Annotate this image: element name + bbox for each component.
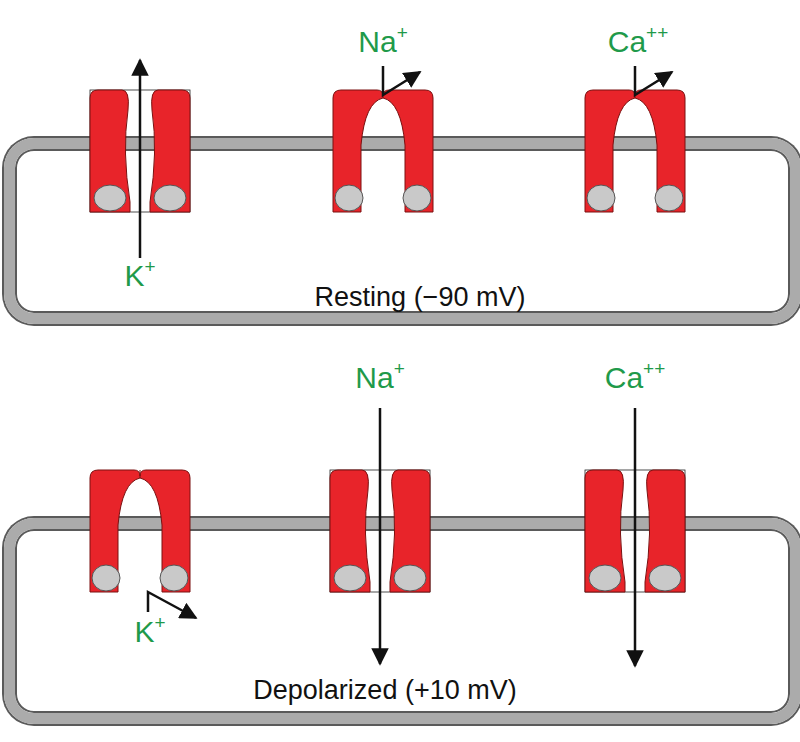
open-k-channel bbox=[90, 90, 190, 212]
ion-label: Na+ bbox=[355, 360, 404, 395]
cell-membrane: Depolarized (+10 mV) bbox=[4, 518, 800, 724]
closed-k-channel bbox=[90, 470, 190, 592]
blocked-ion-arrow bbox=[635, 66, 672, 95]
ion-label: Na+ bbox=[358, 24, 407, 59]
open-na-channel bbox=[330, 470, 430, 592]
ion-flow-arrow bbox=[634, 408, 637, 666]
cell-state-label: Resting (−90 mV) bbox=[315, 282, 526, 313]
ion-label: Ca++ bbox=[605, 360, 666, 395]
cell-membrane: Resting (−90 mV) bbox=[4, 138, 800, 324]
ion-flow-arrow bbox=[379, 408, 382, 664]
cell-state-label: Depolarized (+10 mV) bbox=[253, 675, 516, 706]
blocked-ion-arrow bbox=[383, 66, 420, 95]
ion-flow-arrow bbox=[139, 60, 142, 258]
ion-label: K+ bbox=[124, 258, 155, 293]
open-ca-channel bbox=[585, 470, 685, 592]
closed-ca-channel bbox=[585, 90, 685, 212]
ion-label: Ca++ bbox=[608, 24, 669, 59]
ion-label: K+ bbox=[134, 614, 165, 649]
closed-na-channel bbox=[333, 90, 433, 212]
